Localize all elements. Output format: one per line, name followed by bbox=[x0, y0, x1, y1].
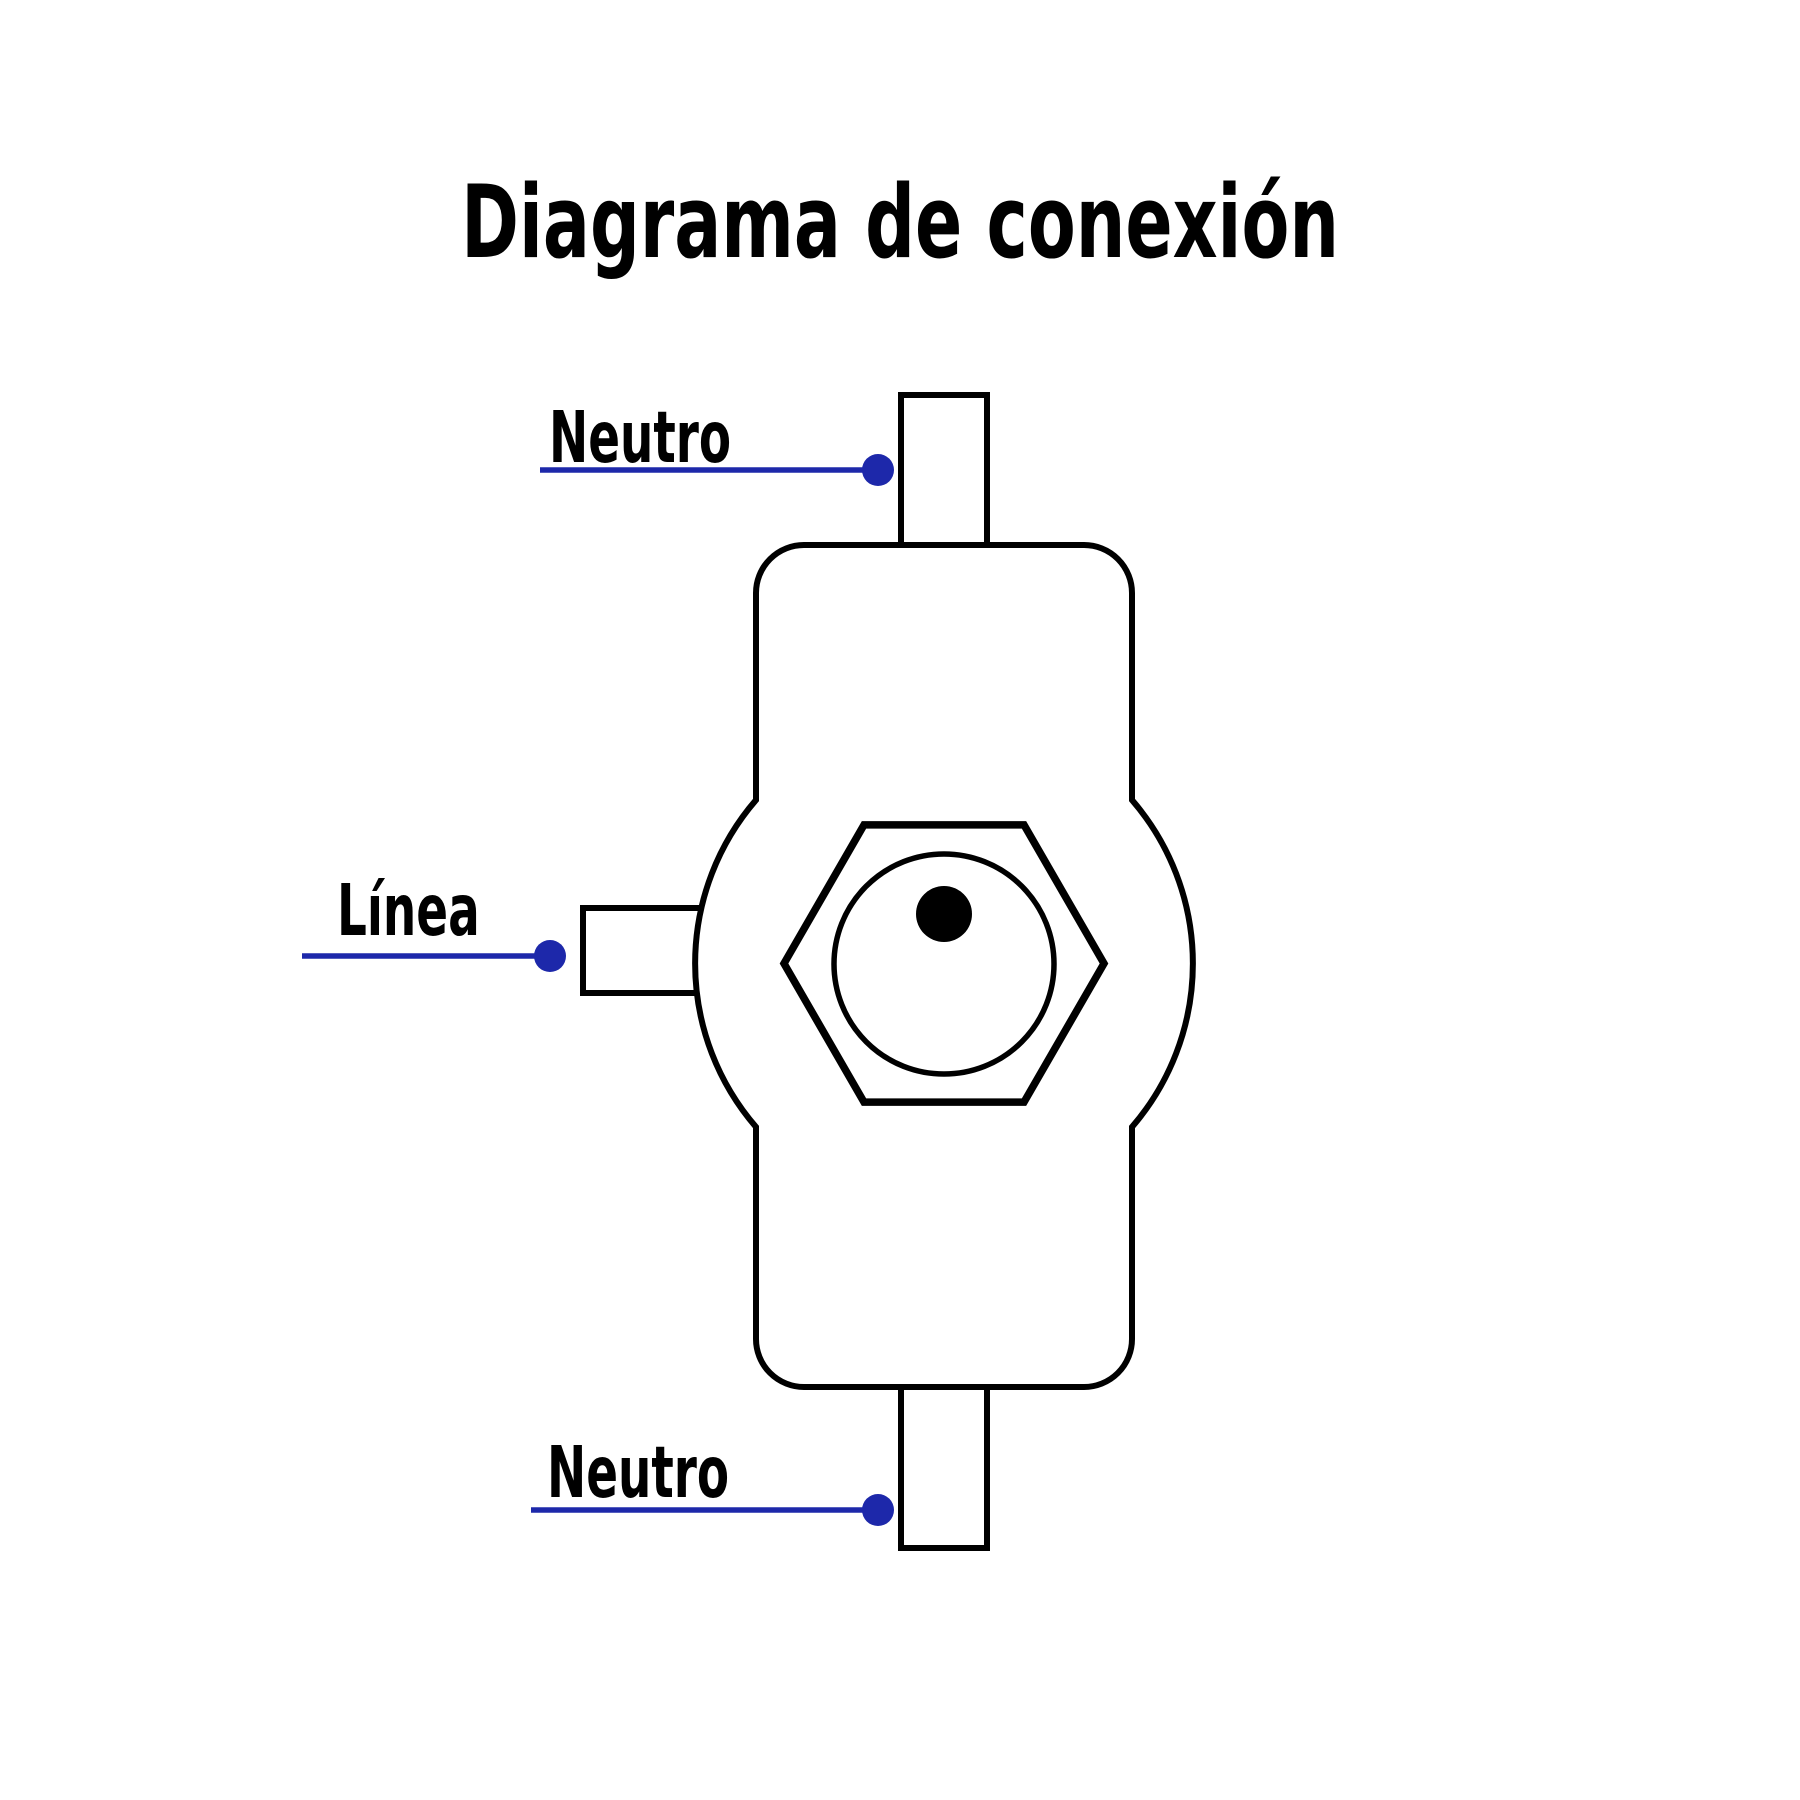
label-neutro-top: Neutro bbox=[549, 402, 825, 473]
top-terminal-tab bbox=[898, 392, 990, 558]
label-linea: Línea bbox=[337, 875, 553, 946]
line-wire-left-dot bbox=[534, 940, 566, 972]
knob-circle bbox=[831, 851, 1057, 1077]
knob-indicator-dot bbox=[916, 886, 972, 942]
label-neutro-top-text: Neutro bbox=[549, 396, 732, 479]
left-terminal-tab bbox=[580, 905, 716, 996]
diagram-title-row: Diagrama de conexión bbox=[0, 172, 1800, 273]
label-neutro-bottom-text: Neutro bbox=[547, 1431, 730, 1514]
neutral-wire-top-dot bbox=[862, 454, 894, 486]
page-title: Diagrama de conexión bbox=[461, 163, 1339, 281]
bottom-terminal-tab bbox=[898, 1374, 990, 1551]
label-linea-text: Línea bbox=[337, 869, 480, 952]
neutral-wire-bottom-dot bbox=[862, 1494, 894, 1526]
label-neutro-bottom: Neutro bbox=[547, 1437, 823, 1508]
